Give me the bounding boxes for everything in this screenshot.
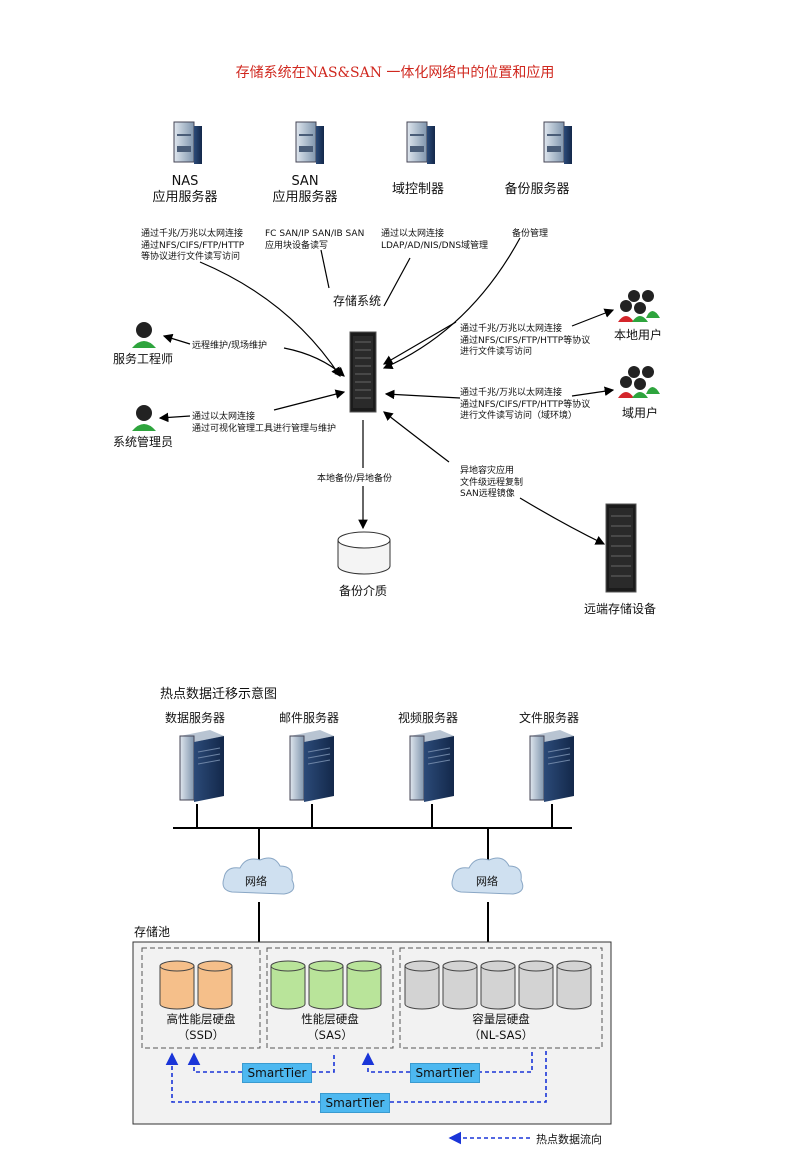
disk-icon (480, 960, 516, 1010)
network-label-2: 网络 (476, 875, 498, 888)
smarttier-badge-3: SmartTier (320, 1093, 390, 1113)
legend-label: 热点数据流向 (536, 1133, 602, 1146)
smarttier-badge-2: SmartTier (410, 1063, 480, 1083)
disk-icon (197, 960, 233, 1010)
network-cloud-icon (222, 857, 295, 895)
tier-ssd-label: 高性能层硬盘（SSD） (166, 1012, 236, 1042)
diagram-title: 存储系统在NAS&SAN 一体化网络中的位置和应用 (235, 65, 555, 81)
tier-nlsas-label: 容量层硬盘（NL-SAS） (468, 1012, 534, 1042)
disk-icon (159, 960, 195, 1010)
local-user-label: 本地用户 (614, 328, 663, 342)
remote-storage-icon (605, 503, 637, 593)
domain-user-note: 通过千兆/万兆以太网连接通过NFS/CIFS/FTP/HTTP等协议进行文件读写… (460, 388, 591, 421)
disk-icon (442, 960, 478, 1010)
network-label-1: 网络 (245, 875, 267, 888)
mail-server-icon (289, 730, 334, 802)
migration-title: 热点数据迁移示意图 (160, 687, 278, 702)
admin-note: 通过以太网连接通过可视化管理工具进行管理与维护 (192, 412, 337, 434)
data-server-icon (179, 730, 224, 802)
disk-icon (556, 960, 592, 1010)
admin-person-icon (132, 405, 156, 431)
mail-server-label: 邮件服务器 (279, 711, 340, 725)
engineer-note: 远程维护/现场维护 (192, 341, 268, 351)
engineer-person-icon (132, 322, 156, 348)
disk-icon (518, 960, 554, 1010)
storage-cabinet-icon (349, 331, 377, 413)
smarttier-badge-1: SmartTier (242, 1063, 312, 1083)
backup-media-icon (337, 531, 391, 575)
domain-controller-label: 域控制器 (391, 182, 444, 197)
server-icon (295, 121, 324, 164)
file-server-label: 文件服务器 (519, 711, 580, 725)
domain-users-icon (618, 366, 660, 398)
file-server-icon (529, 730, 574, 802)
server-icon (543, 121, 572, 164)
disk-icon (346, 960, 382, 1010)
local-users-icon (618, 290, 660, 322)
backup-media-label: 备份介质 (339, 584, 388, 598)
data-server-label: 数据服务器 (165, 711, 226, 725)
disk-icon (404, 960, 440, 1010)
network-cloud-icon (451, 857, 524, 895)
server-icon (406, 121, 435, 164)
disk-icon (308, 960, 344, 1010)
service-engineer-label: 服务工程师 (113, 352, 174, 366)
video-server-label: 视频服务器 (398, 711, 459, 725)
local-user-note: 通过千兆/万兆以太网连接通过NFS/CIFS/FTP/HTTP等协议进行文件读写… (460, 324, 591, 357)
remote-storage-label: 远端存储设备 (584, 602, 657, 616)
sys-admin-label: 系统管理员 (113, 435, 174, 449)
video-server-icon (409, 730, 454, 802)
server-icon (173, 121, 202, 164)
storage-system-label: 存储系统 (333, 294, 382, 308)
tier-sas-label: 性能层硬盘（SAS） (301, 1012, 359, 1042)
backup-media-note: 本地备份/异地备份 (317, 474, 393, 484)
disk-icon (270, 960, 306, 1010)
storage-pool-label: 存储池 (134, 925, 171, 939)
backup-note: 备份管理 (512, 229, 549, 239)
domain-user-label: 域用户 (622, 406, 659, 420)
backup-server-label: 备份服务器 (504, 182, 570, 197)
